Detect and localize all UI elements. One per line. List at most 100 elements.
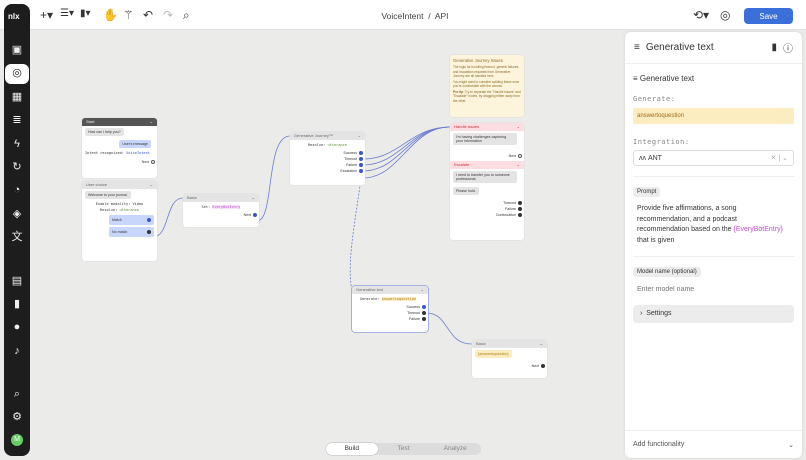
sync-icon[interactable]: ⟲▾ <box>693 8 710 22</box>
generative-text-icon: ≡ <box>634 42 640 53</box>
intent-value: VoiceIntent <box>126 151 150 155</box>
search-icon[interactable]: ⌕ <box>13 388 21 400</box>
timeout-port: Timeout <box>503 201 516 205</box>
apps-icon[interactable]: ▦ <box>11 91 23 103</box>
bell-icon[interactable]: ♪ <box>14 345 20 357</box>
avatar[interactable]: M <box>11 434 23 446</box>
node-title: Generative Journey™ <box>294 133 333 138</box>
archive-icon[interactable]: ▤ <box>11 275 23 287</box>
target-icon[interactable]: ◎ <box>720 8 731 22</box>
sticky-note[interactable]: Generative Journey Issues The logic for … <box>450 55 524 117</box>
edge-success <box>362 126 451 160</box>
chevron-down-icon: ⌄ <box>788 441 794 449</box>
next-port-label: Next <box>141 160 149 164</box>
search-icon[interactable]: ⌕ <box>183 8 190 22</box>
bookmark-add-icon[interactable]: ▮ <box>771 42 777 53</box>
tab-analyze[interactable]: Analyze <box>443 445 467 452</box>
add-functionality-label: Add functionality <box>633 441 685 448</box>
tab-test[interactable]: Test <box>397 445 410 452</box>
tab-build[interactable]: Build <box>326 443 378 455</box>
generative-text-icon: ≡ <box>633 74 640 83</box>
edge-failure <box>362 126 451 172</box>
save-button[interactable]: Save <box>744 8 793 24</box>
node-title: Escalate <box>454 162 470 167</box>
model-name-input[interactable] <box>633 278 794 301</box>
nlx-logo: nlx <box>8 12 20 21</box>
resolve-label: Resolve: <box>100 208 118 212</box>
note-title: Generative Journey Issues <box>453 58 503 63</box>
next-port-label: Next <box>243 213 251 217</box>
top-bar: +▾ ☰▾ ▮▾ ✋ ⚚ ↶ ↷ ⌕ VoiceIntent / API ⟲▾ … <box>0 0 806 30</box>
edge-match-basic <box>152 197 184 238</box>
integration-label: Integration: <box>633 138 690 146</box>
list-icon[interactable]: ☰▾ <box>60 8 74 19</box>
bookmark-icon[interactable]: ▮▾ <box>80 8 91 19</box>
info-icon[interactable]: ⓘ <box>783 44 793 55</box>
gear-icon[interactable]: ⚙ <box>12 411 22 423</box>
breadcrumb-project[interactable]: VoiceIntent <box>381 11 424 21</box>
no-match-option[interactable]: No match <box>109 227 154 237</box>
basic-node-1[interactable]: Basic⌄ Set: EveryBotEntry Next <box>183 194 259 227</box>
bot-message: Please hold. <box>453 187 479 195</box>
note-text: The logic for bundling timeout, generic … <box>453 65 520 78</box>
next-port-label: Next <box>508 154 516 158</box>
start-node[interactable]: Start⌄ How can I help you? User's messag… <box>82 118 157 178</box>
edge-basic-journey <box>256 135 291 222</box>
add-functionality[interactable]: Add functionality ⌄ <box>625 430 802 458</box>
match-option[interactable]: Match <box>109 215 154 225</box>
bot-message: {answertoquestion} <box>475 350 512 358</box>
timeout-port: Timeout <box>407 311 420 315</box>
mode-tabs: Build Test Analyze <box>326 443 481 455</box>
refresh-icon[interactable]: ↻ <box>12 161 22 173</box>
note-text: You might want to consider splitting the… <box>453 79 520 89</box>
generative-text-node[interactable]: Generative text⌄ Generate: answertoquest… <box>352 286 428 332</box>
set-label: Set: <box>201 205 211 209</box>
node-title: Handle issues <box>454 124 480 129</box>
generate-label: Generate: <box>633 95 676 103</box>
resolve-label: Resolve: <box>308 143 326 147</box>
target-icon[interactable]: ◎ <box>5 64 29 84</box>
chart-icon[interactable]: ▮ <box>13 298 21 310</box>
bolt-icon[interactable]: ϟ <box>14 138 20 150</box>
breadcrumb-page[interactable]: API <box>434 11 449 21</box>
redo-icon[interactable]: ↷ <box>163 8 174 22</box>
modality-label: Enable modality: <box>95 202 131 206</box>
integration-select[interactable]: ʌʌ ANT ✕ | ⌄ <box>633 150 794 166</box>
user-choice-node[interactable]: User choice⌄ Welcome to your journal. En… <box>82 181 157 261</box>
prompt-label: Prompt <box>633 187 661 197</box>
translate-icon[interactable]: 文 <box>11 231 23 243</box>
prompt-textarea[interactable]: Provide five affirmations, a song recomm… <box>633 198 794 256</box>
gauge-icon[interactable]: ◔ <box>13 184 21 196</box>
add-icon[interactable]: +▾ <box>40 8 54 22</box>
node-title: Start <box>86 119 95 124</box>
edge-escalation <box>362 126 451 179</box>
basic-node-2[interactable]: Basic⌄ {answertoquestion} Next <box>472 340 547 378</box>
escalate-node[interactable]: Escalate⌄ <box>450 161 524 169</box>
panel-title: Generative text <box>645 42 714 53</box>
modality-value: Video <box>132 202 144 206</box>
undo-icon[interactable]: ↶ <box>143 8 154 22</box>
sidebar: nlx ▣ ◎ ▦ ≣ ϟ ↻ ◔ ◈ 文 ▤ ▮ ● ♪ ⌕ ⚙ M <box>4 4 30 456</box>
node-title: Generative text <box>356 287 384 292</box>
magic-wand-icon[interactable]: ⚚ <box>123 8 134 22</box>
generate-input[interactable]: answertoquestion <box>633 108 794 124</box>
bot-icon[interactable]: ▣ <box>11 44 23 56</box>
generative-journey-node[interactable]: Generative Journey™⌄ Resolve: utterance … <box>290 132 365 185</box>
handle-issues-node[interactable]: Handle issues⌄ I'm having challenges cap… <box>450 123 524 240</box>
settings-accordion[interactable]: › Settings <box>633 305 794 323</box>
layers-icon[interactable]: ◈ <box>12 208 22 220</box>
clear-icon[interactable]: ✕ | ⌄ <box>770 155 788 162</box>
bot-message: I need to transfer you to someone profes… <box>453 171 517 183</box>
generate-value: answertoquestion <box>381 297 417 301</box>
node-title: Basic <box>187 195 197 200</box>
database-icon[interactable]: ≣ <box>12 114 22 126</box>
lightbulb-icon[interactable]: ● <box>13 321 21 333</box>
settings-label: Settings <box>646 310 672 317</box>
bot-message: I'm having challenges capturing your inf… <box>453 133 517 145</box>
hand-icon[interactable]: ✋ <box>103 8 118 22</box>
prompt-variable: {EveryBotEntry} <box>733 226 783 233</box>
success-port: Success <box>406 305 420 309</box>
resolve-value: utterance <box>119 208 139 212</box>
model-name-label: Model name (optional) <box>633 267 701 277</box>
